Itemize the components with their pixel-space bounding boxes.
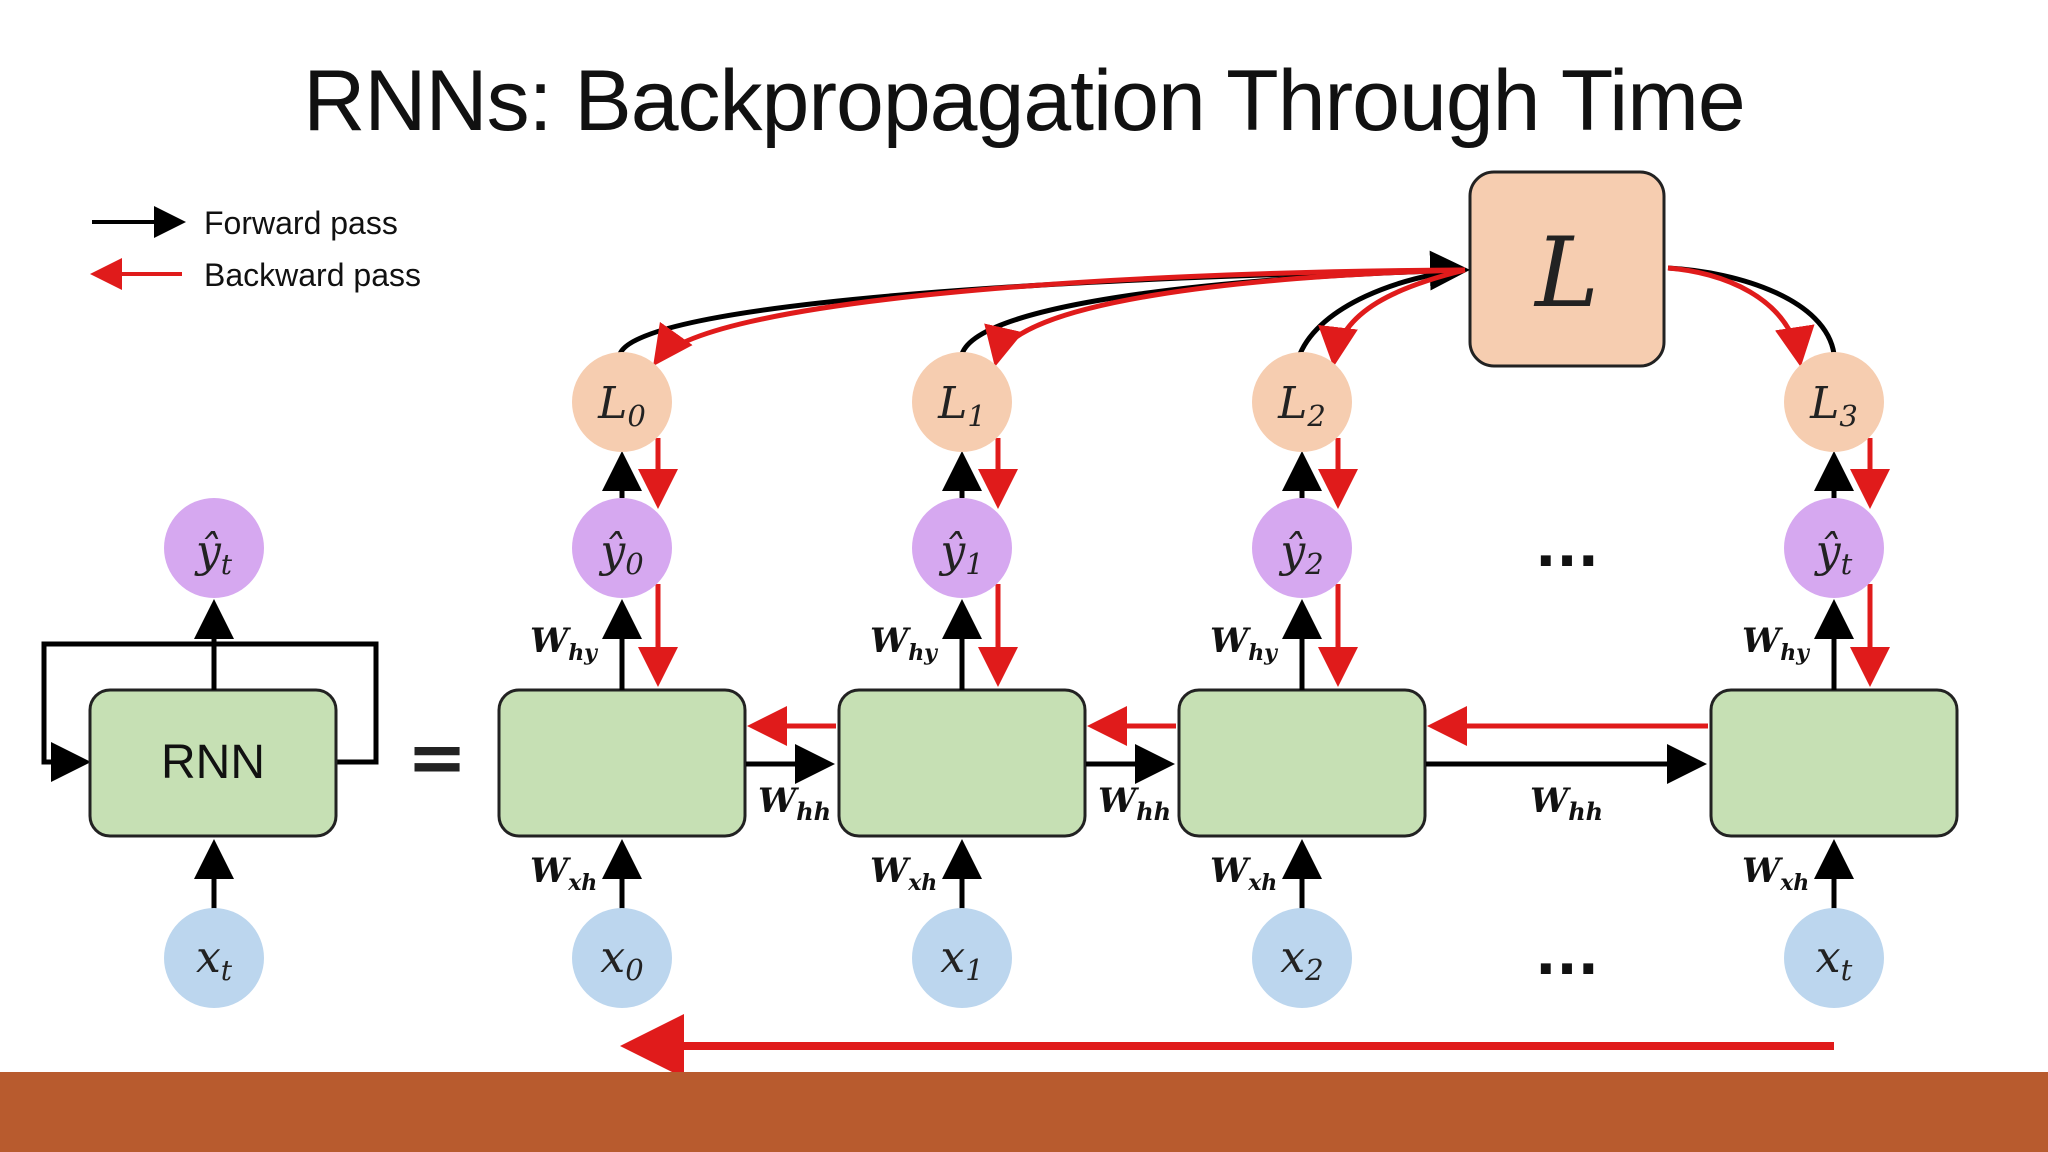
- why-label-3: Why: [1742, 621, 1811, 666]
- backward-curve-l2: [1318, 267, 1466, 367]
- footer-bar: [0, 1072, 2048, 1152]
- ellipsis-top: ...: [1535, 515, 1599, 580]
- loss-node-0: [572, 352, 672, 452]
- why-label-0: Why: [530, 621, 599, 666]
- rnn-cell-2: [1177, 688, 1427, 838]
- loss-label-2: L2: [1277, 378, 1326, 433]
- input-label-3: xt: [1816, 932, 1853, 987]
- input-node-3: [1784, 908, 1884, 1008]
- folded-output-label: ŷt: [194, 526, 233, 581]
- rnn-cell-1: [837, 688, 1087, 838]
- loss-node-3: [1784, 352, 1884, 452]
- loss-connections: [617, 250, 1837, 367]
- output-node-1: [912, 498, 1012, 598]
- folded-rnn: RNN ŷt xt: [41, 498, 379, 1008]
- whh-labels: Whh Whh Whh: [758, 781, 1603, 826]
- legend: Forward pass Backward pass: [90, 205, 421, 293]
- wxh-label-2: Wxh: [1210, 851, 1277, 896]
- unrolled-steps: x0ŷ0L0WhyWxhx1ŷ1L1WhyWxhx2ŷ2L2WhyWxhxtŷt…: [497, 352, 1959, 1008]
- rnn-cell-0: [497, 688, 747, 838]
- wxh-label-3: Wxh: [1742, 851, 1809, 896]
- input-node-0: [572, 908, 672, 1008]
- backward-curve-l3: [1667, 265, 1815, 367]
- input-label-1: x1: [940, 932, 983, 987]
- folded-rnn-label: RNN: [161, 736, 265, 789]
- whh-label-1: Whh: [1098, 781, 1171, 826]
- loss-node-2: [1252, 352, 1352, 452]
- backward-legend-label: Backward pass: [204, 257, 421, 293]
- forward-legend-label: Forward pass: [204, 205, 398, 241]
- recurrent-loop-arrow: [41, 641, 379, 782]
- ellipsis-bottom: ...: [1535, 923, 1599, 988]
- forward-curve-l2: [1297, 267, 1466, 355]
- wxh-label-0: Wxh: [530, 851, 597, 896]
- forward-curve-l1: [959, 267, 1466, 356]
- output-label-2: ŷ2: [1278, 526, 1323, 581]
- hidden-connections: [746, 706, 1708, 784]
- footer-bar-fill: [0, 1072, 2048, 1152]
- loss-label-3: L3: [1809, 378, 1858, 433]
- whh-label-0: Whh: [758, 781, 831, 826]
- why-label-1: Why: [870, 621, 939, 666]
- loss-node-1: [912, 352, 1012, 452]
- wxh-label-1: Wxh: [870, 851, 937, 896]
- slide-title: RNNs: Backpropagation Through Time: [303, 53, 1745, 149]
- input-label-2: x2: [1280, 932, 1323, 987]
- backward-curve-l0: [653, 267, 1466, 367]
- loss-label-1: L1: [937, 378, 986, 433]
- output-label-0: ŷ0: [598, 526, 643, 581]
- output-label-1: ŷ1: [938, 526, 983, 581]
- input-node-2: [1252, 908, 1352, 1008]
- folded-input-node: [164, 908, 264, 1008]
- why-label-2: Why: [1210, 621, 1279, 666]
- folded-input-label: xt: [196, 932, 233, 987]
- output-node-3: [1784, 498, 1884, 598]
- input-node-1: [912, 908, 1012, 1008]
- output-node-0: [572, 498, 672, 598]
- total-loss-node: [1468, 170, 1666, 368]
- whh-label-2: Whh: [1530, 781, 1603, 826]
- input-label-0: x0: [600, 932, 643, 987]
- backward-curve-l1: [984, 267, 1466, 367]
- folded-output-node: [164, 498, 264, 598]
- total-loss-label: L: [1533, 217, 1599, 329]
- output-node-2: [1252, 498, 1352, 598]
- equals-sign: =: [407, 715, 467, 799]
- output-label-3: ŷt: [1814, 526, 1853, 581]
- rnn-cell-3: [1709, 688, 1959, 838]
- forward-curve-l3: [1667, 265, 1837, 355]
- loss-label-0: L0: [597, 378, 646, 433]
